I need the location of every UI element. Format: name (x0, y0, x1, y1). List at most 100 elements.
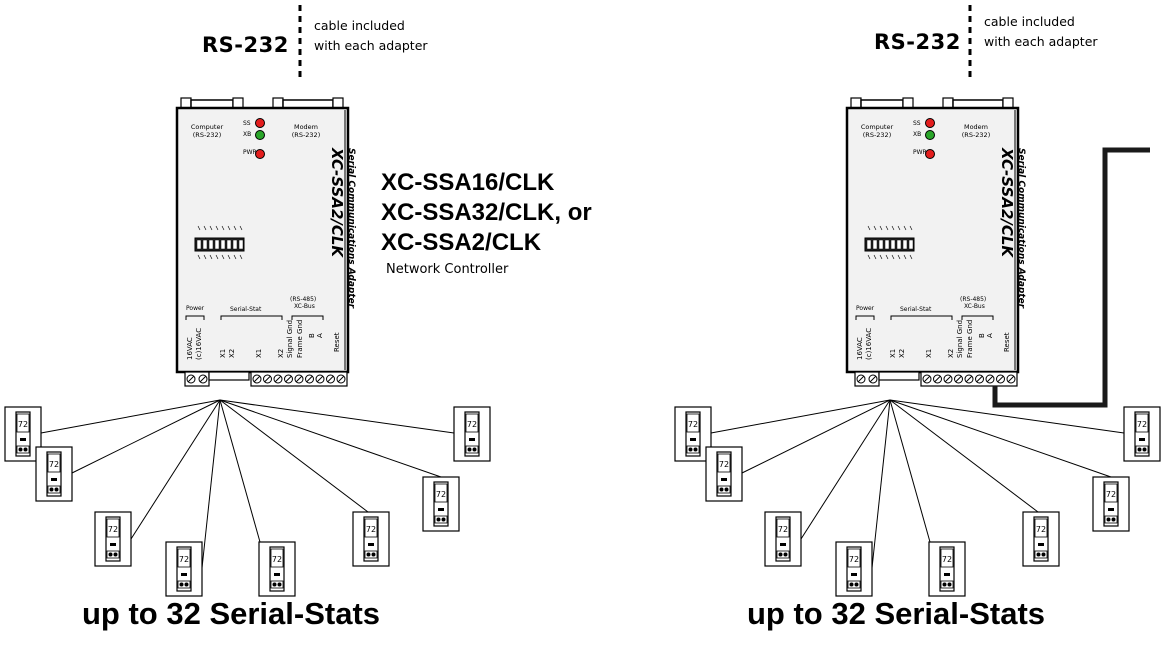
stat-terminal-screw (54, 487, 59, 492)
serial-stat-wire (889, 399, 1112, 478)
stat-button (274, 573, 280, 576)
serial-stat-2-7: 72 (1123, 406, 1161, 462)
serial-stat-2-1: 72 (705, 446, 743, 502)
dip-switch (226, 239, 232, 250)
stat-terminal-screw (1041, 552, 1046, 557)
led-pwr (925, 149, 935, 159)
terminal-label: A (986, 333, 994, 338)
stat-button (780, 543, 786, 546)
stat-button (469, 438, 475, 441)
terminal-screw-slot (857, 375, 865, 383)
stat-display (465, 413, 479, 433)
stat-display-text: 72 (272, 555, 282, 564)
terminal-label: X1 (925, 348, 933, 358)
serial-stat-1-2: 72 (94, 511, 132, 567)
power-label-1: Power (186, 305, 205, 312)
dip-switch (202, 239, 208, 250)
dip-legend-tick (215, 225, 219, 231)
serial-stat-wire (219, 399, 261, 543)
serial-stat-wire (219, 399, 455, 434)
stat-terminal-screw (371, 552, 376, 557)
terminal-label: X2 (277, 348, 285, 358)
terminal-label: B (978, 333, 986, 338)
stat-terminal (940, 580, 954, 589)
stat-display (847, 548, 861, 568)
dip-legend-tick (897, 225, 901, 231)
serialstat-label-1: Serial-Stat (230, 306, 262, 313)
cable-note-2: cable included with each adapter (984, 12, 1098, 52)
terminal-screw-slot (934, 375, 941, 383)
caption-1: up to 32 Serial-Stats (82, 596, 381, 631)
stat-button (110, 543, 116, 546)
dip-legend-tick (239, 254, 243, 260)
serial-stat-1-7: 72 (453, 406, 491, 462)
led-ss (255, 118, 265, 128)
computer-sub-2: (RS-232) (862, 130, 892, 139)
stat-display-text: 72 (467, 420, 477, 429)
xcbus-label-2: XC-Bus (964, 303, 985, 310)
stat-terminal-screw (272, 582, 277, 587)
stat-terminal-screw (277, 582, 282, 587)
stat-terminal-screw (688, 447, 693, 452)
serial-stat-wire (741, 399, 891, 474)
stat-terminal-screw (1106, 517, 1111, 522)
stat-display (106, 518, 120, 538)
stat-terminal-screw (719, 487, 724, 492)
stat-display (434, 483, 448, 503)
stat-terminal-screw (1142, 447, 1147, 452)
stat-terminal-screw (113, 552, 118, 557)
led-xb-label-1: XB (243, 131, 252, 138)
stat-display-text: 72 (1036, 525, 1046, 534)
dip-legend-tick (891, 225, 895, 231)
terminal-screw-slot (923, 375, 931, 383)
led-xb (925, 130, 935, 140)
stat-display-text: 72 (688, 420, 698, 429)
led-ss (925, 118, 935, 128)
stat-display-text: 72 (108, 525, 118, 534)
cable-note-line1-2: cable included (984, 14, 1075, 29)
cable-note-line1-1: cable included (314, 18, 405, 33)
stat-display (177, 548, 191, 568)
computer-port-label-2: Computer (RS-232) (854, 123, 900, 139)
dip-switch (866, 239, 872, 250)
stat-terminal (776, 550, 790, 559)
dip-switch (884, 239, 890, 250)
stat-button (944, 573, 950, 576)
modem-port-label-1: Modem (RS-232) (283, 123, 329, 139)
terminal-label: Frame Gnd (966, 319, 974, 358)
terminal-label: X1 (889, 348, 897, 358)
serial-stat-1-6: 72 (422, 476, 460, 532)
terminal-label: 16VAC (856, 337, 864, 360)
terminal-spacer (208, 371, 250, 381)
connector-screw (180, 97, 192, 109)
serial-stat-2-6: 72 (1092, 476, 1130, 532)
adapter-title-big-2: XC-SSA2/CLK (998, 148, 1016, 258)
stat-terminal-screw (436, 517, 441, 522)
serialstat-bracket (220, 315, 283, 320)
terminal-screw-slot (337, 375, 345, 383)
modem-label-2: Modem (963, 123, 989, 131)
dip-switch (238, 239, 244, 250)
stat-terminal (847, 580, 861, 589)
xcbus-label-1: XC-Bus (294, 303, 315, 310)
modem-label-1: Modem (293, 123, 319, 131)
dip-legend-tick (215, 254, 219, 260)
stat-display-text: 72 (778, 525, 788, 534)
dip-legend-tick (209, 225, 213, 231)
terminal-label: (c)16VAC (865, 327, 873, 360)
stat-display-text: 72 (942, 555, 952, 564)
power-bracket (185, 315, 205, 320)
terminal-screw-slot (264, 375, 271, 383)
terminal-screw-slot (955, 375, 962, 383)
stat-button (51, 478, 57, 481)
terminal-label: Reset (1003, 332, 1011, 352)
stat-terminal-screw (23, 447, 28, 452)
connector-screw (1002, 97, 1014, 109)
stat-display (776, 518, 790, 538)
stat-terminal-screw (472, 447, 477, 452)
dip-legend-tick (891, 254, 895, 260)
model-line-2: XC-SSA32/CLK, or (381, 199, 592, 226)
connector-screw (232, 97, 244, 109)
adapter-title-big-1: XC-SSA2/CLK (328, 148, 346, 258)
